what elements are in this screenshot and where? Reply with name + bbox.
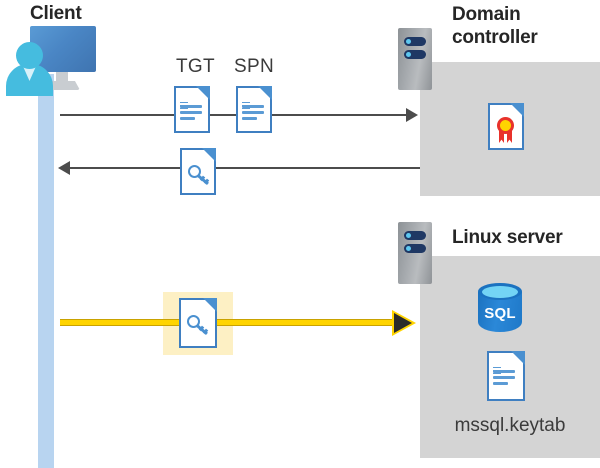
request-arrow-segment [272,114,408,116]
keytab-key-document-icon [179,298,217,348]
key-ring-icon [187,315,200,328]
client-title: Client [30,3,82,24]
response-arrow-segment [70,167,180,169]
document-text-line [242,117,257,120]
certificate-seal-center-icon [500,120,511,131]
keytab-arrow-segment [60,319,179,326]
request-arrow-segment [210,114,236,116]
rack-led-bar-icon [404,37,426,46]
domain-controller-server-rack-icon [398,28,432,90]
document-text-line [242,105,264,108]
domain-controller-title: Domain controller [452,4,538,48]
keytab-filename-label: mssql.keytab [454,415,566,436]
client-workstation-icon [6,24,98,96]
sql-database-top-inner-ellipse [482,286,518,298]
tgt-text-document-icon [174,86,210,133]
document-text-line [493,382,508,385]
person-head-icon [16,42,43,69]
tgt-label: TGT [176,56,215,77]
sql-database-label: SQL [484,305,516,322]
service-ticket-key-document-icon [180,148,216,195]
rack-led-bar-icon [404,244,426,253]
sql-database-icon: SQL [478,283,522,339]
monitor-base-icon [44,81,80,90]
spn-text-document-icon [236,86,272,133]
spn-label: SPN [234,56,274,77]
certificate-document-icon [488,103,524,150]
linux-server-rack-icon [398,222,432,284]
client-lifeline-bar [38,74,54,468]
response-arrow-head-left-icon [58,161,70,175]
key-ring-icon [188,165,201,178]
response-arrow-segment [216,167,420,169]
document-text-line [180,111,202,114]
document-text-line [493,376,515,379]
linux-server-title: Linux server [452,227,563,248]
monitor-neck-icon [56,72,68,83]
certificate-ribbon-icon [507,131,512,143]
rack-led-bar-icon [404,231,426,240]
keytab-file-document-icon [487,351,525,401]
keytab-arrow-segment [217,319,397,326]
rack-led-bar-icon [404,50,426,59]
keytab-arrow-head-inner-icon [394,313,412,333]
document-text-line [242,111,264,114]
document-text-line [180,117,195,120]
certificate-ribbon-icon [499,131,504,143]
document-text-line [493,370,515,373]
request-arrow-segment [60,114,174,116]
document-text-line [180,105,202,108]
request-arrow-head-right-icon [406,108,418,122]
